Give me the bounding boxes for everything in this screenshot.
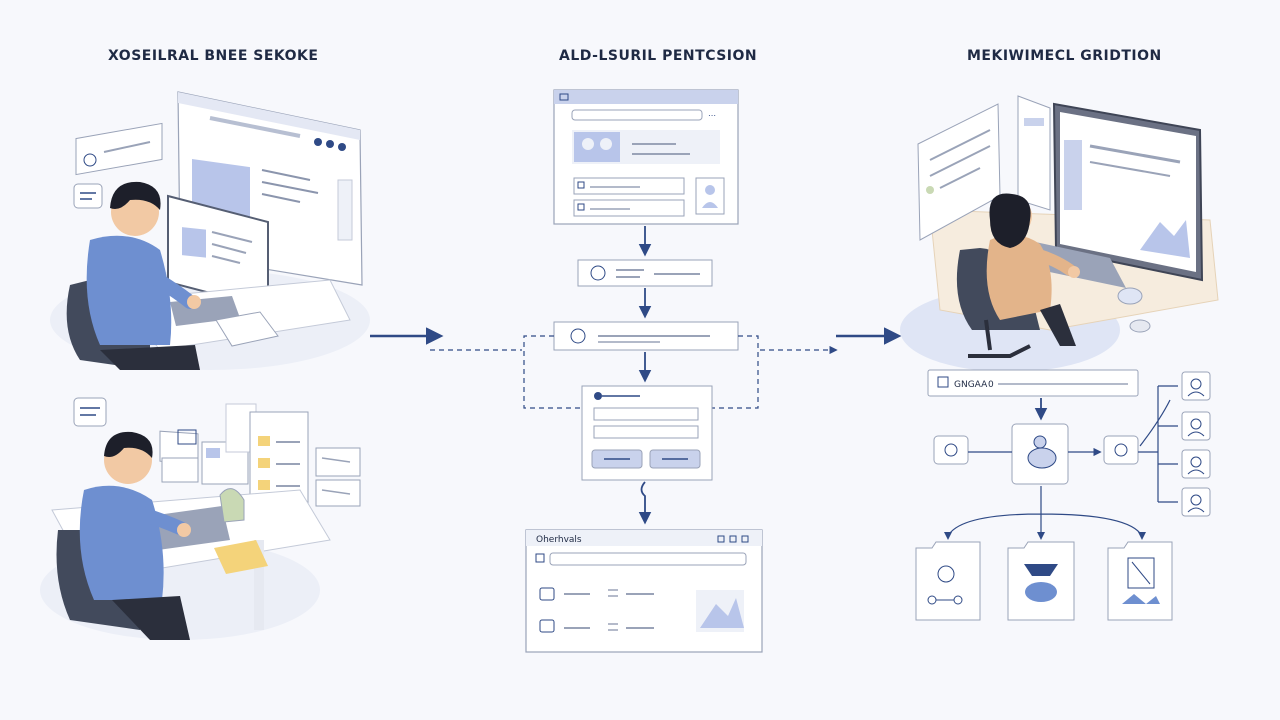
document-icon <box>539 587 555 601</box>
right-person <box>956 193 1080 358</box>
left-person-top <box>66 181 201 370</box>
chat-bubble-icon <box>73 183 103 209</box>
document-icon <box>590 265 606 281</box>
window-control-icon <box>326 140 334 148</box>
folder-icon <box>915 541 981 621</box>
center-step-1 <box>577 259 713 287</box>
chat-bubble-icon <box>73 397 107 427</box>
user-node-icon <box>1181 449 1211 479</box>
network-hub <box>1011 423 1069 485</box>
keyboard <box>1026 240 1126 288</box>
title-center: ALD-LSURIL PENTCSION <box>559 48 758 64</box>
folder-icon <box>258 458 270 468</box>
window-control-icon <box>314 138 322 146</box>
result-window-title: Oherhvals <box>536 535 582 545</box>
center-login-form <box>581 385 713 481</box>
floating-panels <box>159 403 361 513</box>
avatar-icon <box>695 177 725 215</box>
network-node-right <box>1103 435 1139 465</box>
network-node-left <box>933 435 969 465</box>
notepad <box>214 540 268 574</box>
key-icon <box>594 392 602 400</box>
folder-icon <box>1107 541 1173 621</box>
right-search-bar: GNGAA 0 <box>927 369 1139 397</box>
right-workstation-scene <box>900 95 1219 372</box>
left-top-scene <box>50 91 370 370</box>
user-card-icon <box>75 122 163 176</box>
center-profile-window: ⋯ <box>553 89 739 225</box>
svg-text:⋯: ⋯ <box>708 111 716 120</box>
center-step-2 <box>553 321 739 351</box>
user-node-icon <box>1181 411 1211 441</box>
left-bottom-scene <box>40 397 361 640</box>
search-bar-suffix: 0 <box>988 380 994 390</box>
window-control-icon <box>338 143 346 151</box>
folder-icon <box>1007 541 1075 621</box>
gear-icon <box>570 328 586 344</box>
arrow-down-icon <box>638 481 652 525</box>
folder-icon <box>258 436 270 446</box>
title-left: XOSEILRAL BNEE SEKOKE <box>108 48 319 64</box>
left-person-bottom <box>56 431 191 640</box>
document-icon <box>539 619 555 633</box>
user-node-icon <box>1181 371 1211 401</box>
title-right: MEKIWIMECL GRIDTION <box>967 48 1162 64</box>
center-result-window: Oherhvals <box>525 529 763 653</box>
user-node-icon <box>1181 487 1211 517</box>
folder-icon <box>258 480 270 490</box>
search-bar-prefix: GNGAA <box>954 380 988 390</box>
image-placeholder-icon <box>574 132 620 162</box>
